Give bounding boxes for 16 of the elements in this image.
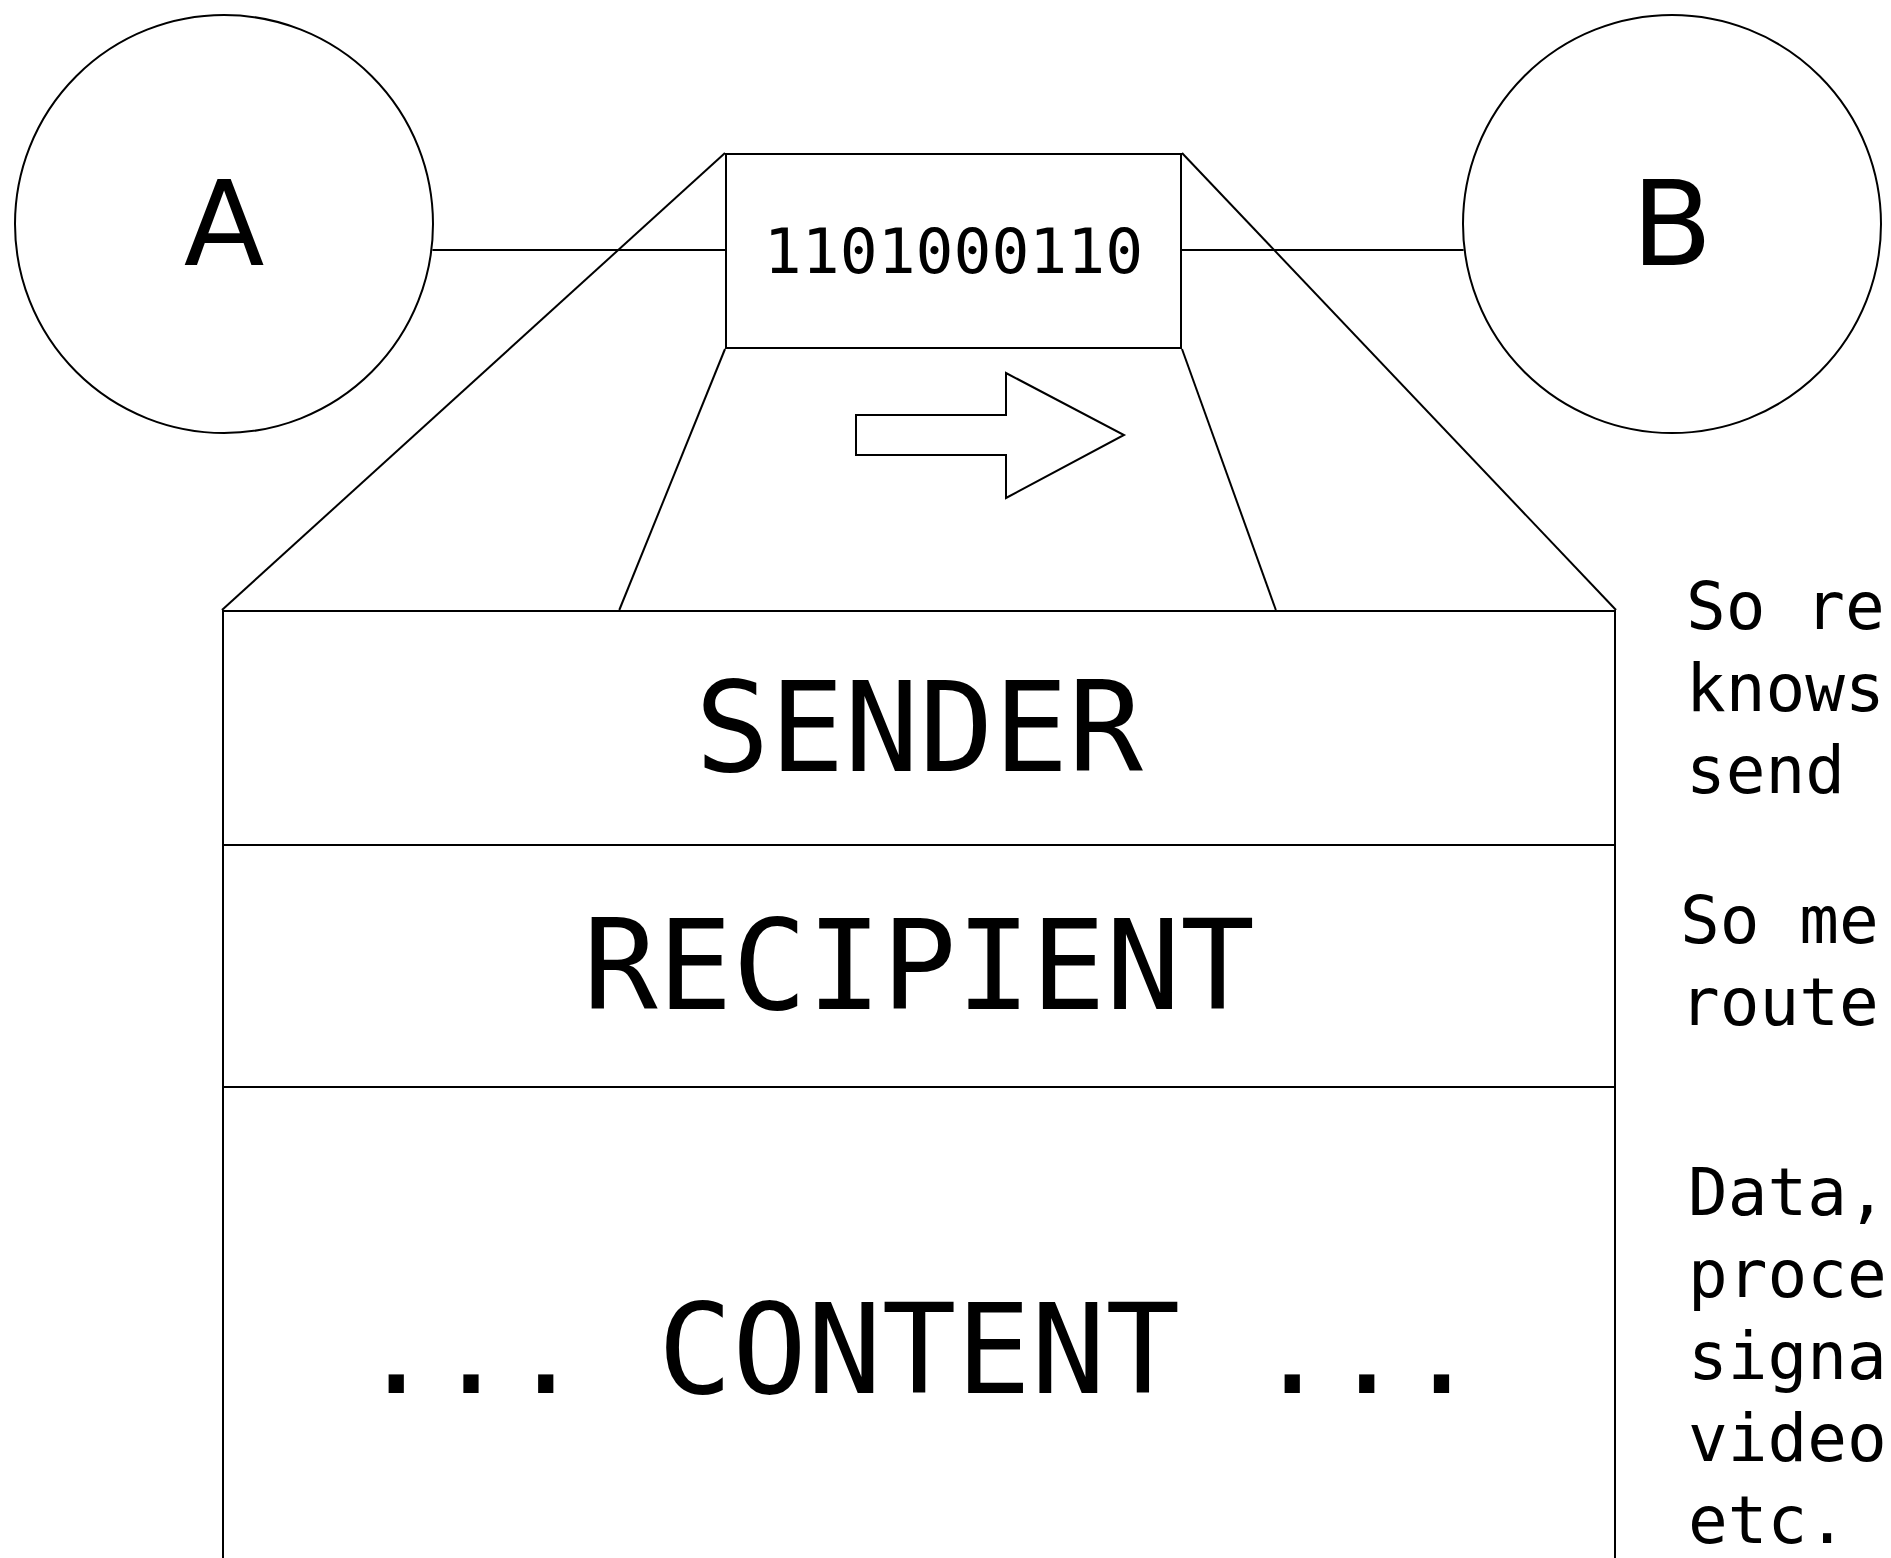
field-label: SENDER <box>695 656 1143 800</box>
connector-line <box>1181 152 1617 611</box>
node-label: A <box>183 155 265 293</box>
field-label: RECIPIENT <box>583 894 1255 1038</box>
node-label: B <box>1631 155 1713 293</box>
field-label: 1101000110 <box>763 214 1144 288</box>
connector-line <box>431 249 726 251</box>
packet-box <box>725 153 1182 349</box>
annotation-text: So me route <box>1680 881 1880 1043</box>
connector-line <box>1181 348 1277 611</box>
connector-line <box>221 152 726 611</box>
field-label: ... CONTENT ... <box>359 1278 1479 1422</box>
annotation-text: Data, proce signa video etc. <box>1688 1153 1888 1558</box>
connector-line <box>618 348 726 611</box>
connector-line <box>1181 249 1465 251</box>
annotation-text: So re knows send <box>1686 567 1886 811</box>
